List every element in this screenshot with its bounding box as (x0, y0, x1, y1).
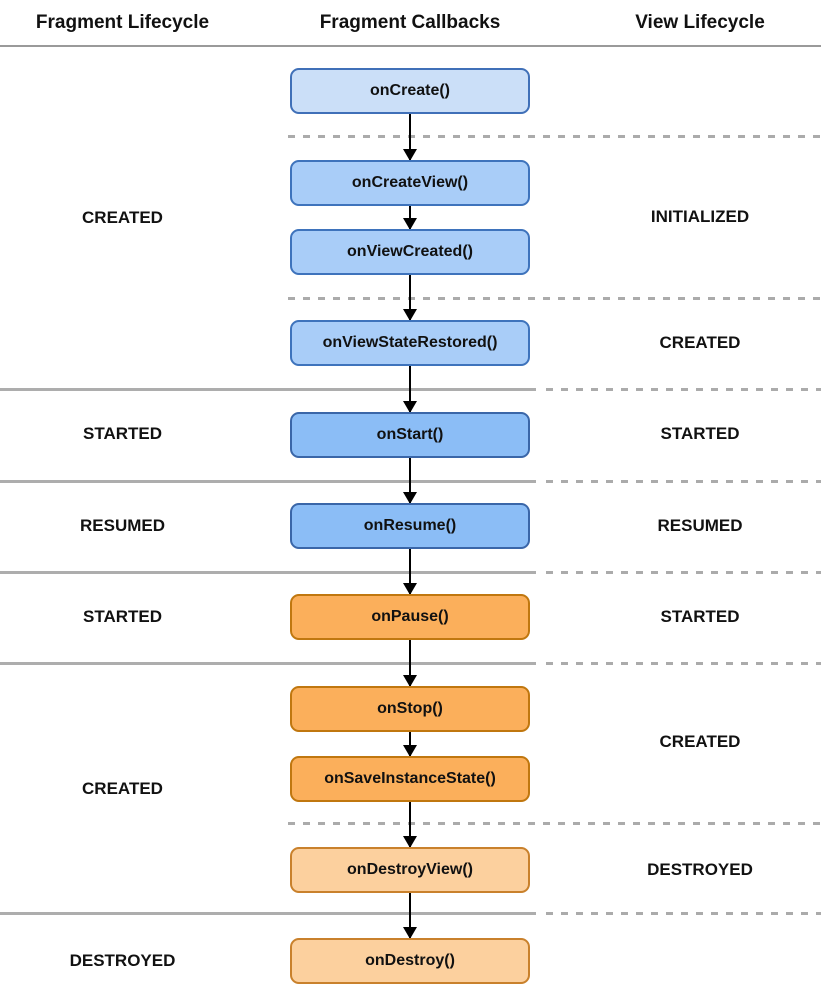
onstop-box: onStop() (290, 686, 530, 732)
column-header-fragment-lifecycle: Fragment Lifecycle (35, 12, 210, 33)
view-state-separator (546, 662, 821, 665)
flow-arrow-down-icon (403, 366, 417, 413)
onstart-box: onStart() (290, 412, 530, 458)
onpause-box: onPause() (290, 594, 530, 640)
fragment-state-destroyed: DESTROYED (69, 951, 176, 970)
oncreateview-box: onCreateView() (290, 160, 530, 206)
flow-arrow-down-icon (403, 275, 417, 321)
column-header-fragment-callbacks: Fragment Callbacks (319, 12, 501, 33)
view-state-destroyed: DESTROYED (647, 860, 753, 879)
flow-arrow-down-icon (403, 206, 417, 230)
view-state-separator (288, 135, 821, 138)
flow-arrow-down-icon (403, 893, 417, 939)
flow-arrow-down-icon (403, 732, 417, 757)
ondestroy-box: onDestroy() (290, 938, 530, 984)
fragment-state-started: STARTED (82, 607, 162, 626)
oncreate-box: onCreate() (290, 68, 530, 114)
view-state-separator (288, 297, 821, 300)
view-state-separator (546, 912, 821, 915)
fragment-state-separator (0, 912, 536, 915)
onviewstaterestored-box: onViewStateRestored() (290, 320, 530, 366)
view-state-resumed: RESUMED (657, 516, 743, 535)
flow-arrow-down-icon (403, 458, 417, 504)
view-state-started: STARTED (660, 607, 740, 626)
fragment-state-separator (0, 571, 536, 574)
view-state-separator (546, 388, 821, 391)
fragment-state-created: CREATED (82, 208, 163, 227)
fragment-state-separator (0, 662, 536, 665)
view-state-created: CREATED (659, 732, 741, 751)
view-state-separator (546, 480, 821, 483)
view-state-started: STARTED (660, 424, 740, 443)
view-state-separator (288, 822, 821, 825)
flow-arrow-down-icon (403, 549, 417, 595)
view-state-created: CREATED (659, 333, 741, 352)
onviewcreated-box: onViewCreated() (290, 229, 530, 275)
fragment-state-started: STARTED (82, 424, 162, 443)
onresume-box: onResume() (290, 503, 530, 549)
view-state-separator (546, 571, 821, 574)
ondestroyview-box: onDestroyView() (290, 847, 530, 893)
onsaveinstancestate-box: onSaveInstanceState() (290, 756, 530, 802)
fragment-state-resumed: RESUMED (79, 516, 165, 535)
column-header-view-lifecycle: View Lifecycle (635, 12, 765, 33)
fragment-state-created: CREATED (82, 779, 163, 798)
flow-arrow-down-icon (403, 640, 417, 687)
flow-arrow-down-icon (403, 114, 417, 161)
view-state-initialized: INITIALIZED (650, 207, 750, 226)
flow-arrow-down-icon (403, 802, 417, 848)
fragment-state-separator (0, 388, 536, 391)
header-divider (0, 45, 821, 47)
fragment-state-separator (0, 480, 536, 483)
